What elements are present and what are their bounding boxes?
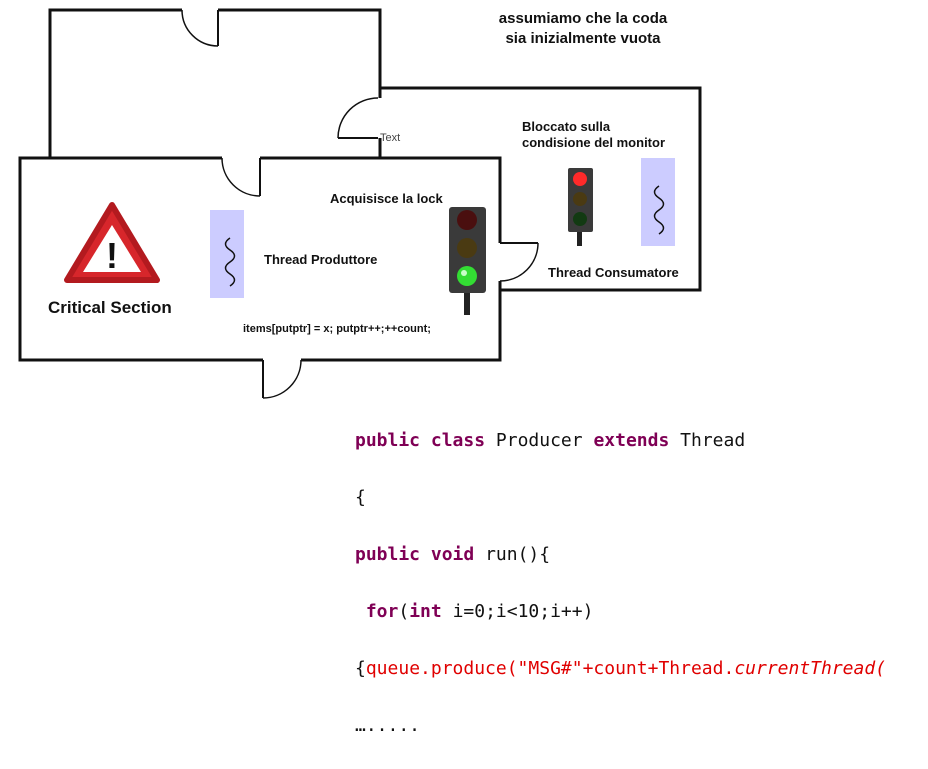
thread-squiggle-icon [653, 185, 665, 235]
warning-mark: ! [106, 235, 118, 276]
blocked-label-line-1: Bloccato sulla [522, 119, 611, 134]
door-swing-icon [337, 97, 383, 139]
code-line-4: for(int i=0;i<10;i++) [365, 600, 594, 622]
code-line-1: public class Producer extends Thread [355, 429, 746, 451]
note-line-2: sia inizialmente vuota [505, 30, 661, 47]
code-line-3: public void run(){ [355, 543, 551, 565]
thread-producer-box [210, 210, 244, 298]
producer-thread-label: Thread Produttore [264, 252, 378, 267]
code-line-5: {queue.produce("MSG#"+count+Thread.curre… [355, 657, 887, 679]
blocked-label-line-2: condisione del monitor [522, 135, 666, 150]
thread-squiggle-icon [224, 237, 236, 287]
consumer-room-wall [380, 86, 702, 292]
traffic-light-icon [449, 207, 486, 315]
door-swing-icon [497, 242, 539, 282]
critical-section-label: Critical Section [48, 298, 172, 317]
door-swing-icon [262, 357, 302, 399]
top-room-wall [48, 8, 382, 158]
door-swing-icon [181, 8, 219, 47]
warning-triangle-icon: ! [64, 202, 160, 283]
code-line-2: { [355, 486, 366, 508]
door-swing-icon [221, 155, 261, 197]
code-line-6: …..... [355, 714, 421, 736]
traffic-light-icon [568, 168, 593, 246]
critical-code-label: items[putptr] = x; putptr++;++count; [243, 323, 431, 335]
monitor-diagram: ! [18, 8, 702, 399]
critical-room-wall [18, 156, 502, 362]
acquires-lock-label: Acquisisce la lock [330, 191, 443, 206]
text-placeholder: Text [380, 132, 401, 144]
consumer-thread-label: Thread Consumatore [548, 265, 679, 280]
thread-consumer-box [641, 158, 675, 246]
note-line-1: assumiamo che la coda [498, 10, 668, 27]
code-snippet: public class Producer extends Thread { p… [355, 398, 886, 769]
